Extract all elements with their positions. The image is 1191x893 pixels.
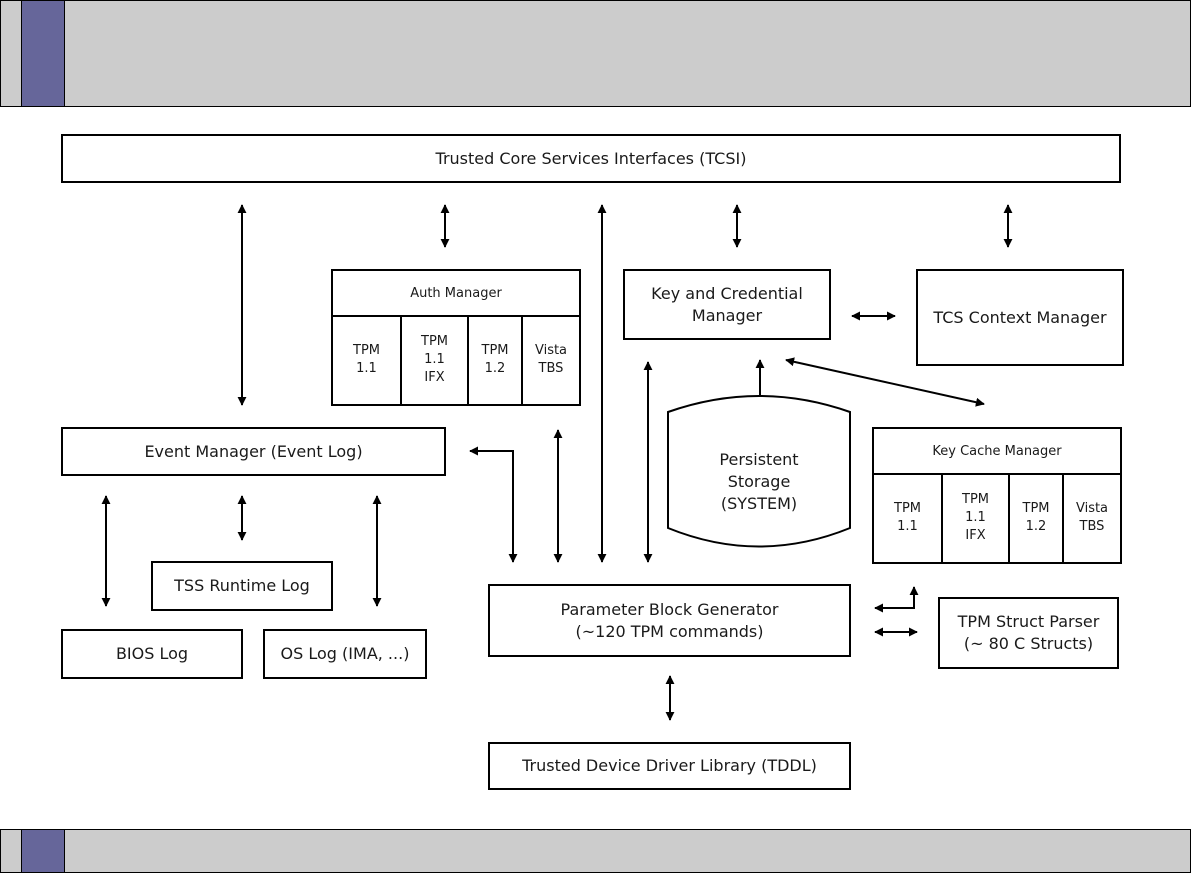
tcs-context-manager-box: TCS Context Manager	[916, 269, 1124, 366]
tss-runtime-log-box: TSS Runtime Log	[151, 561, 333, 611]
keycache-cell-tpm11: TPM 1.1	[894, 500, 921, 534]
auth-cell-vista-tbs: Vista TBS	[521, 315, 579, 404]
parameter-block-generator-box: Parameter Block Generator (~120 TPM comm…	[488, 584, 851, 657]
tddl-box: Trusted Device Driver Library (TDDL)	[488, 742, 851, 790]
top-bar-accent	[21, 1, 65, 106]
event-manager-box: Event Manager (Event Log)	[61, 427, 446, 476]
tcsi-label: Trusted Core Services Interfaces (TCSI)	[435, 148, 747, 168]
bios-log-label: BIOS Log	[115, 644, 189, 663]
persistent-storage-label: Persistent Storage (SYSTEM)	[719, 450, 799, 513]
tcsi-box: Trusted Core Services Interfaces (TCSI)	[61, 134, 1121, 183]
os-log-label: OS Log (IMA, ...)	[280, 644, 410, 663]
event-manager-label: Event Manager (Event Log)	[144, 441, 363, 461]
parameter-block-generator-label: Parameter Block Generator (~120 TPM comm…	[560, 599, 779, 641]
tcs-context-manager-label: TCS Context Manager	[933, 307, 1107, 327]
tss-runtime-log-label: TSS Runtime Log	[174, 576, 310, 595]
key-credential-manager-label: Key and Credential Manager	[651, 283, 803, 325]
tpm-struct-parser-label: TPM Struct Parser (~ 80 C Structs)	[957, 612, 1100, 653]
arrow-param-keycache	[874, 586, 919, 613]
tddl-label: Trusted Device Driver Library (TDDL)	[522, 756, 817, 775]
auth-cell-tpm11: TPM 1.1	[353, 342, 380, 376]
keycache-cell-tpm11-ifx: TPM 1.1 IFX	[941, 473, 1008, 562]
os-log-box: OS Log (IMA, ...)	[263, 629, 427, 679]
key-cache-manager-title: Key Cache Manager	[874, 429, 1120, 475]
bottom-bar-accent	[21, 830, 65, 872]
key-credential-manager-box: Key and Credential Manager	[623, 269, 831, 340]
auth-cell-tpm12: TPM 1.2	[467, 315, 521, 404]
top-title-bar	[0, 0, 1191, 107]
auth-manager-box: Auth Manager TPM 1.1 TPM 1.1 IFX TPM 1.2…	[331, 269, 581, 406]
tpm-struct-parser-box: TPM Struct Parser (~ 80 C Structs)	[938, 597, 1119, 669]
keycache-cell-vista-tbs: Vista TBS	[1062, 473, 1120, 562]
bottom-footer-bar	[0, 829, 1191, 873]
key-cache-manager-box: Key Cache Manager TPM 1.1 TPM 1.1 IFX TP…	[872, 427, 1122, 564]
arrow-keycred-keycache	[785, 357, 985, 407]
arrow-event-param-block	[469, 446, 518, 563]
keycache-cell-tpm12: TPM 1.2	[1008, 473, 1062, 562]
auth-manager-title: Auth Manager	[333, 271, 579, 317]
persistent-storage-cylinder	[667, 395, 851, 548]
bios-log-box: BIOS Log	[61, 629, 243, 679]
auth-cell-tpm11-ifx: TPM 1.1 IFX	[400, 315, 467, 404]
